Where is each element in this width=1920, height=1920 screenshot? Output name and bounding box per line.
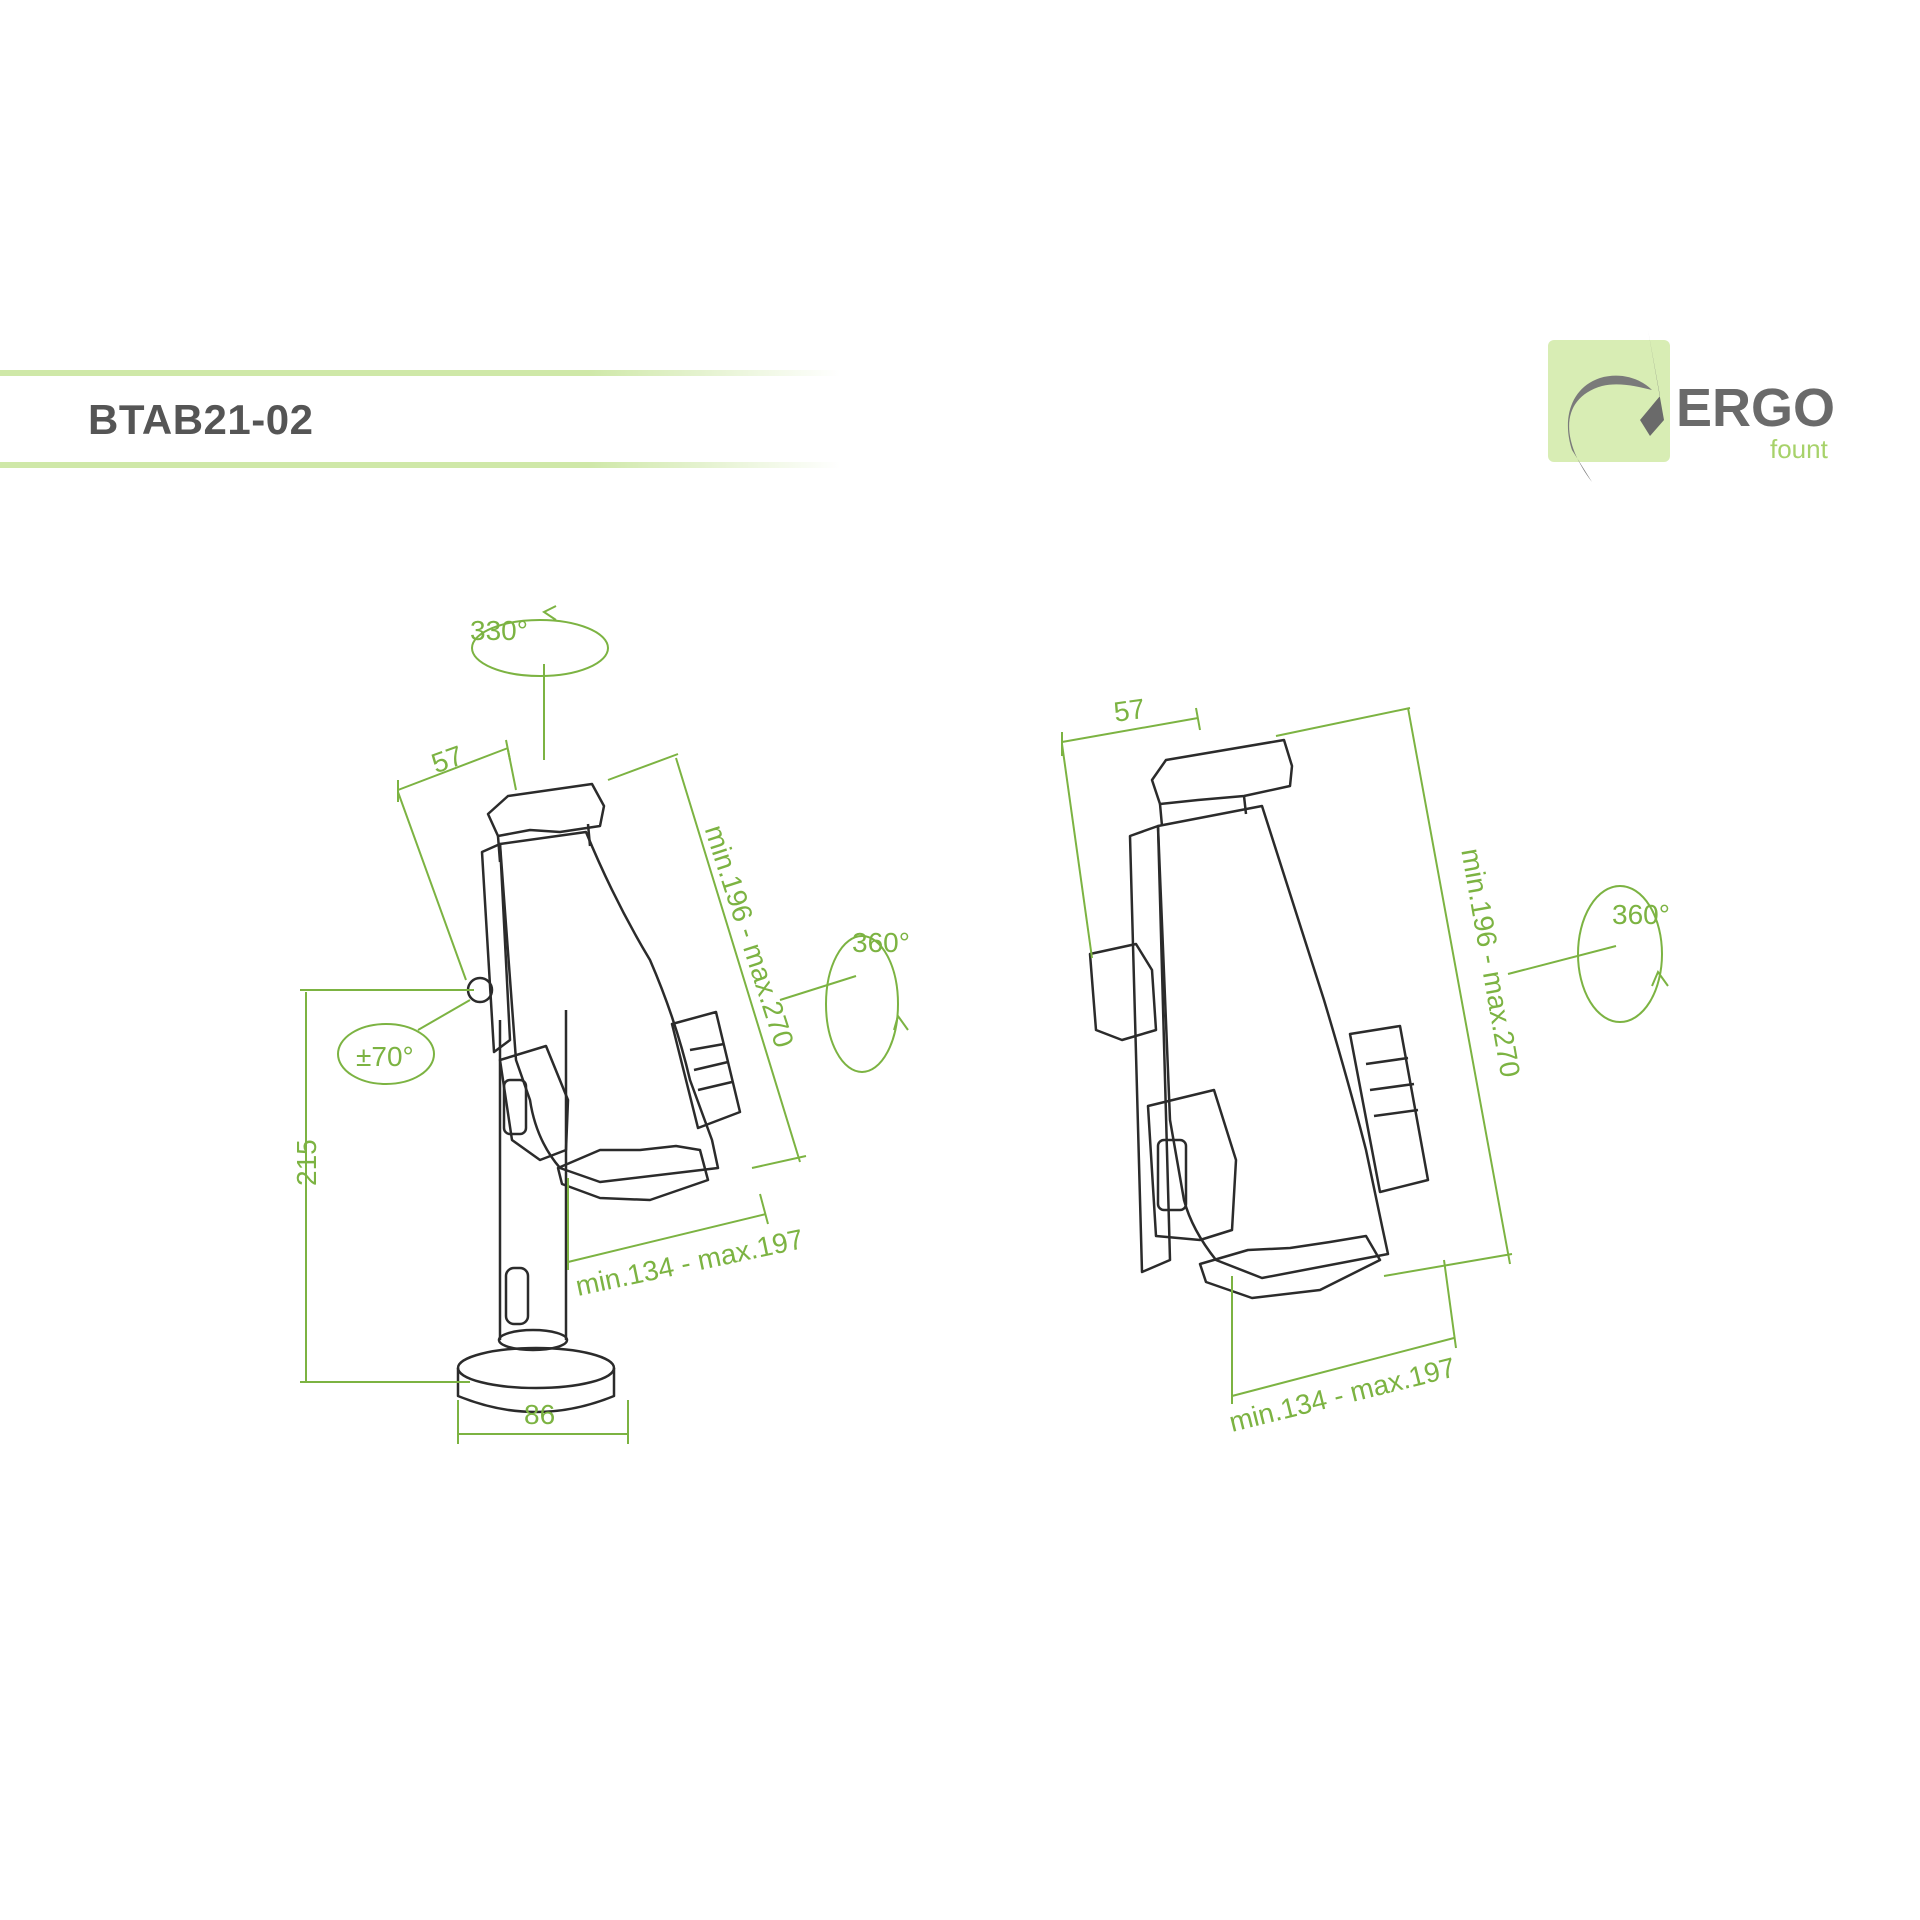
lock-knob-right xyxy=(1146,1088,1238,1242)
header-band-top xyxy=(0,370,840,376)
bottom-clamp xyxy=(556,1144,710,1202)
side-clamp-ridges xyxy=(689,1042,733,1092)
left-depth-label: 57 xyxy=(427,740,467,780)
rotation-side-axis xyxy=(779,975,857,1001)
right-rotation-side-label: 360° xyxy=(1612,899,1670,930)
right-rotation-side-arrowhead-icon xyxy=(1651,969,1669,987)
logo-sub: fount xyxy=(1770,434,1829,464)
rotation-side-arc xyxy=(825,935,899,1073)
lock-slot xyxy=(502,1078,528,1136)
base-side xyxy=(456,1368,616,1414)
logo-square xyxy=(1548,340,1670,462)
top-clamp xyxy=(486,782,606,838)
pole-slot xyxy=(504,1266,530,1326)
base-top xyxy=(456,1346,616,1390)
base-diameter-label: 86 xyxy=(524,1399,555,1430)
right-holder-drawing xyxy=(1088,738,1430,1300)
rotation-top-arrowhead-icon xyxy=(542,605,557,621)
right-width-range-label: min.134 - max.197 xyxy=(1226,1352,1459,1438)
top-clamp-stem xyxy=(496,823,592,863)
side-knob-right xyxy=(1088,942,1158,1042)
lock-knob xyxy=(498,1044,570,1162)
right-dimensions xyxy=(1061,707,1669,1404)
left-dimensions xyxy=(300,605,909,1444)
height-range-line xyxy=(607,753,807,1169)
rotation-top-label: 330° xyxy=(470,615,528,646)
lock-slot-right xyxy=(1156,1138,1188,1212)
right-width-range-line xyxy=(1231,1259,1457,1404)
ergofount-logo: ERGO fount xyxy=(1548,330,1835,482)
holder-body-right xyxy=(1156,804,1390,1280)
tilt-label: ±70° xyxy=(356,1041,414,1072)
width-range-line xyxy=(567,1178,769,1270)
depth-ext xyxy=(397,749,517,981)
tilt-arc xyxy=(337,1023,435,1085)
pole-collar xyxy=(497,1328,569,1352)
top-clamp-stem-right xyxy=(1158,795,1248,827)
model-title: BTAB21-02 xyxy=(88,396,314,443)
tilt-axis xyxy=(417,999,471,1031)
right-height-range-label: min.196 - max.270 xyxy=(1455,846,1526,1080)
side-clamp-ridges-right xyxy=(1365,1056,1419,1118)
logo-swoosh-icon xyxy=(1567,375,1652,482)
left-rotation-side-label: 360° xyxy=(852,927,910,958)
right-rotation-side-arc xyxy=(1577,885,1663,1023)
right-depth-ext xyxy=(1061,743,1093,959)
top-clamp-right xyxy=(1150,738,1294,806)
bottom-clamp-right xyxy=(1198,1234,1382,1300)
rotation-side-arrowhead-icon xyxy=(893,1013,909,1031)
holder-back-right xyxy=(1128,824,1172,1274)
base-width-line xyxy=(457,1400,629,1444)
logo-arm-icon xyxy=(1640,330,1664,436)
pole xyxy=(498,1010,568,1340)
holder-body xyxy=(498,830,720,1184)
side-clamp xyxy=(670,1010,742,1130)
left-width-range-label: min.134 - max.197 xyxy=(573,1223,806,1302)
side-clamp-right xyxy=(1348,1024,1430,1194)
right-depth-label: 57 xyxy=(1112,693,1147,728)
logo-word: ERGO xyxy=(1676,378,1835,438)
left-height-range-label: min.196 - max.270 xyxy=(699,821,800,1051)
header-band-bottom xyxy=(0,462,840,468)
right-height-range-line xyxy=(1275,707,1513,1277)
total-height-line xyxy=(300,989,474,1383)
holder-back xyxy=(480,842,512,1054)
rotation-top-arc xyxy=(471,619,609,677)
left-stand-drawing xyxy=(456,782,742,1414)
right-rotation-side-axis xyxy=(1507,945,1617,975)
total-height-label: 215 xyxy=(291,1139,322,1186)
